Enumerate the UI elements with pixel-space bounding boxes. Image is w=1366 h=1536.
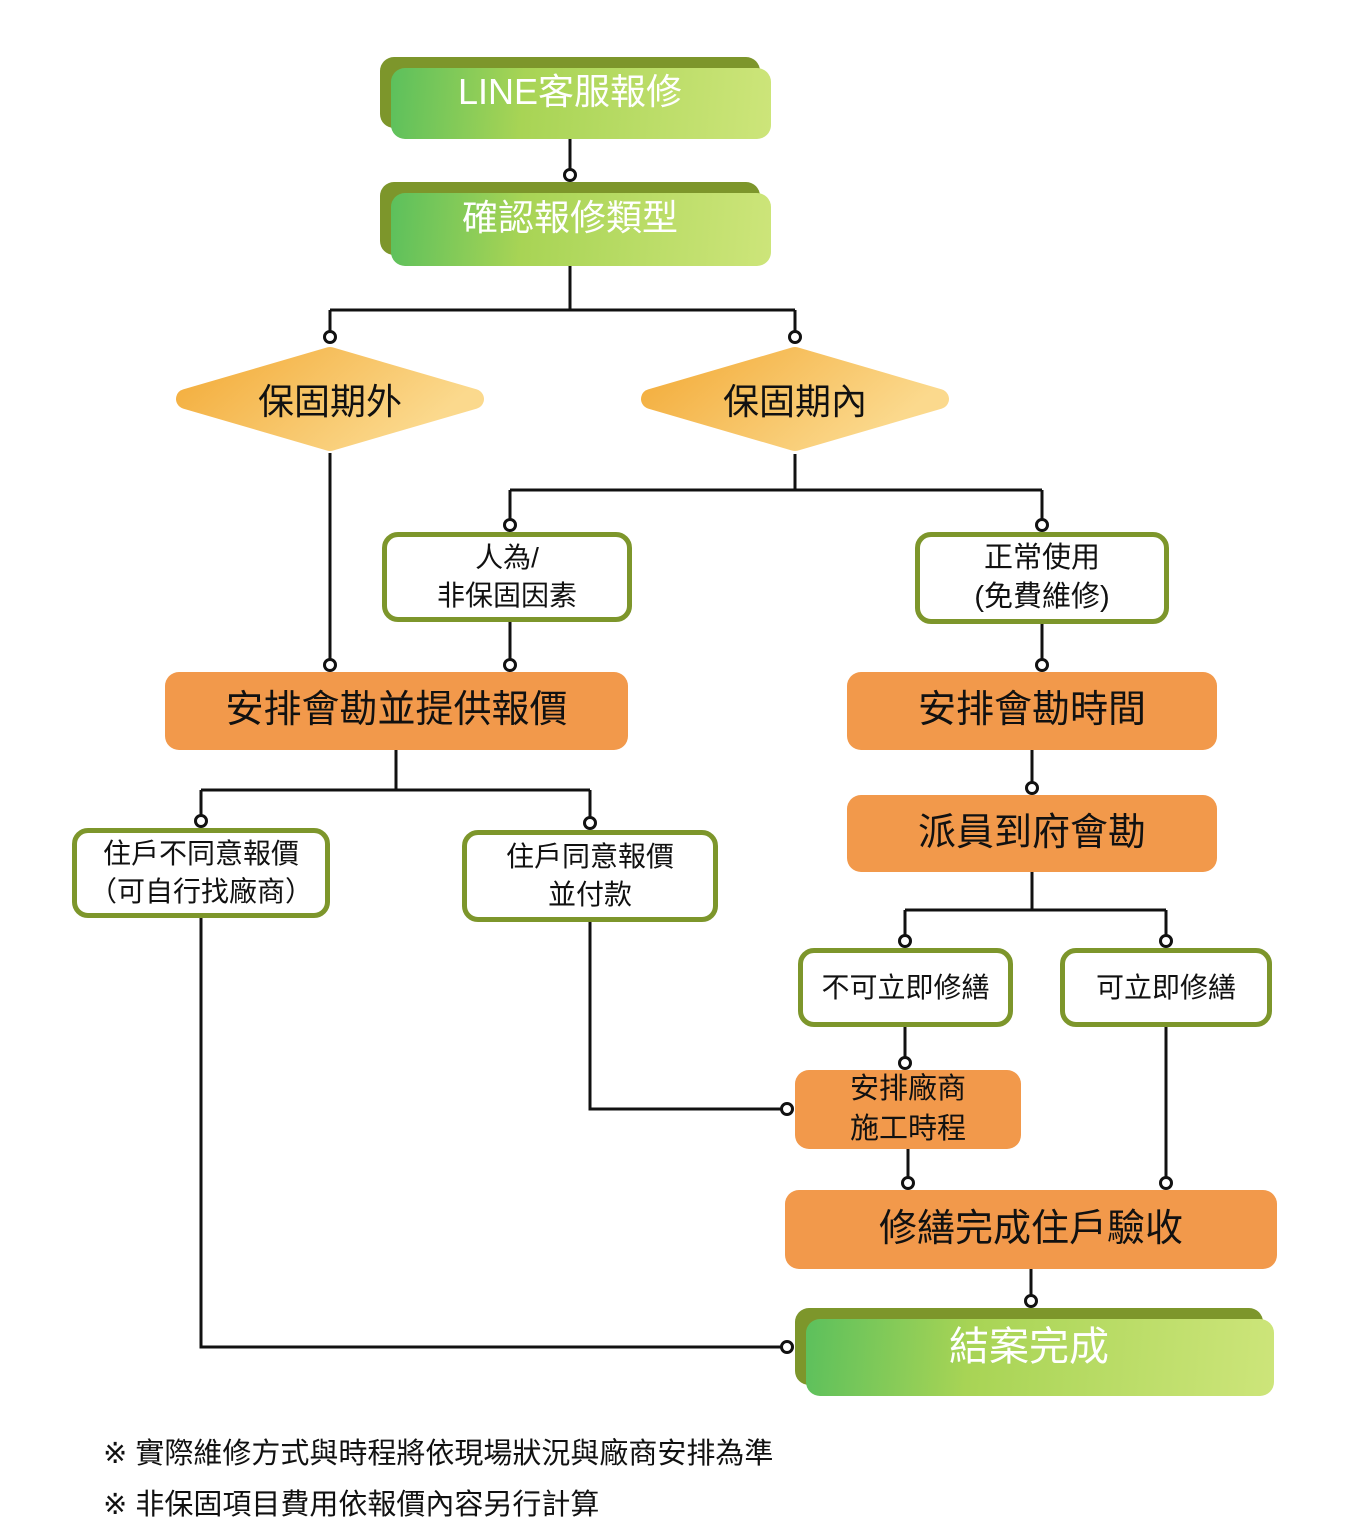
- connector-lines: [199, 128, 1168, 1349]
- connector-endpoint-dots: [194, 168, 1173, 1354]
- node-accept-quote: 住戶同意報價 並付款: [462, 830, 718, 922]
- node-normal-use: 正常使用 (免費維修): [915, 532, 1169, 624]
- node-arrange-contractor: 安排廠商 施工時程: [795, 1070, 1021, 1149]
- node-arrange-survey-quote: 安排會勘並提供報價: [165, 672, 628, 750]
- decision-label: 保固期外: [257, 381, 402, 422]
- decision-in-warranty: 保固期內: [625, 344, 965, 454]
- node-man-made-cause: 人為/ 非保固因素: [382, 532, 632, 622]
- diamond-shape: [176, 347, 484, 451]
- node-repair-acceptance: 修繕完成住戶驗收: [785, 1190, 1277, 1269]
- node-reject-quote: 住戶不同意報價 （可自行找廠商）: [72, 828, 330, 918]
- node-line-report: LINE客服報修: [380, 57, 760, 128]
- node-case-closed: 結案完成: [795, 1308, 1263, 1385]
- decision-label: 保固期內: [722, 381, 867, 422]
- node-can-repair-now: 可立即修繕: [1060, 948, 1272, 1027]
- diamond-shape: [641, 347, 949, 451]
- node-confirm-type: 確認報修類型: [380, 182, 760, 255]
- node-arrange-survey-time: 安排會勘時間: [847, 672, 1217, 750]
- footnote-actual-schedule: ※ 實際維修方式與時程將依現場狀況與廠商安排為準: [103, 1438, 774, 1470]
- node-dispatch-survey: 派員到府會勘: [847, 795, 1217, 872]
- node-cannot-repair-now: 不可立即修繕: [798, 948, 1013, 1027]
- decision-out-of-warranty: 保固期外: [160, 344, 500, 454]
- footnote-non-warranty-fee: ※ 非保固項目費用依報價內容另行計算: [103, 1489, 600, 1521]
